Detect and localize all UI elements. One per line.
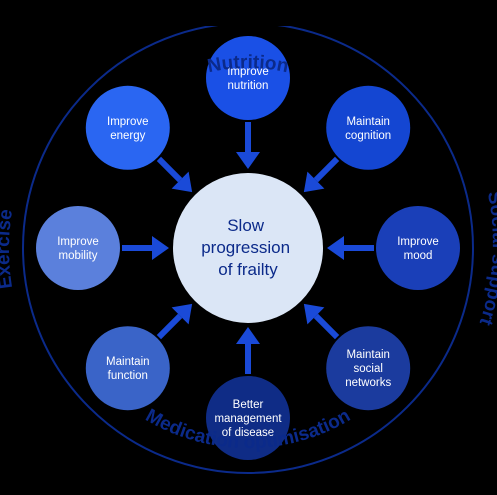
node-label-maintain-function: Maintain function (106, 356, 149, 382)
node-circle-improve-mood (376, 206, 460, 290)
node-improve-nutrition: Improve nutrition (206, 36, 290, 120)
arrowhead-maintain-social-networks (303, 303, 325, 325)
center-line-1: Slow (227, 216, 265, 235)
node-improve-mood: Improve mood (376, 206, 460, 290)
node-label-line: Maintain (106, 356, 149, 368)
node-label-line: Improve (227, 66, 269, 78)
node-label-line: Maintain (346, 349, 389, 361)
node-label-improve-mood: Improve mood (397, 236, 439, 262)
ring-gap-top (201, 0, 301, 26)
arrow-improve-energy (156, 156, 183, 183)
node-label-line: networks (345, 377, 391, 389)
center-circle (173, 173, 323, 323)
arrowhead-improve-mobility (152, 236, 169, 260)
arrowhead-better-management-of-disease (236, 327, 260, 344)
center-line-2: progression (201, 238, 290, 257)
node-label-line: cognition (345, 130, 391, 142)
arrowhead-improve-energy (171, 171, 193, 193)
node-label-line: Better (233, 399, 264, 411)
node-label-line: social (354, 363, 383, 375)
node-maintain-cognition: Maintain cognition (326, 85, 411, 170)
node-label-better-management-of-disease: Better management of disease (214, 399, 282, 439)
node-circle-improve-energy (85, 85, 170, 170)
node-circle-maintain-function (85, 326, 170, 411)
node-label-improve-energy: Improve energy (107, 116, 149, 142)
node-maintain-social-networks: Maintain social networks (326, 326, 411, 411)
node-label-maintain-cognition: Maintain cognition (345, 116, 391, 142)
center-label: Slow progression of frailty (201, 216, 295, 279)
arrowhead-maintain-function (171, 303, 193, 325)
ring-label-exercise: Exercise (0, 208, 17, 290)
node-label-line: mobility (59, 250, 98, 262)
node-improve-energy: Improve energy (85, 85, 170, 170)
node-circle-improve-nutrition (206, 36, 290, 120)
arrow-maintain-social-networks (313, 313, 340, 340)
node-label-improve-mobility: Improve mobility (57, 236, 99, 262)
arrowhead-improve-mood (327, 236, 344, 260)
node-label-line: Maintain (346, 116, 389, 128)
node-maintain-function: Maintain function (85, 326, 170, 411)
node-label-line: Improve (107, 116, 149, 128)
center-line-3: of frailty (218, 260, 278, 279)
node-circle-improve-mobility (36, 206, 120, 290)
arrowhead-improve-nutrition (236, 152, 260, 169)
node-improve-mobility: Improve mobility (36, 206, 120, 290)
arrow-maintain-cognition (313, 156, 340, 183)
node-circle-maintain-cognition (326, 85, 411, 170)
ring-label-social-support: Social support (475, 190, 497, 329)
node-label-line: nutrition (228, 80, 269, 92)
node-label-maintain-social-networks: Maintain social networks (345, 349, 391, 389)
node-label-line: energy (110, 130, 145, 142)
node-circle-better-management-of-disease (206, 376, 290, 460)
node-label-line: management (214, 413, 282, 425)
node-label-line: of disease (222, 427, 274, 439)
node-label-improve-nutrition: Improve nutrition (227, 66, 269, 92)
node-label-line: mood (404, 250, 433, 262)
node-label-line: function (108, 370, 148, 382)
node-better-management-of-disease: Better management of disease (206, 376, 290, 460)
node-circle-maintain-social-networks (326, 326, 411, 411)
node-label-line: Improve (57, 236, 99, 248)
arrows (122, 122, 374, 374)
arrow-maintain-function (156, 313, 183, 340)
node-label-line: Improve (397, 236, 439, 248)
arrowhead-maintain-cognition (303, 171, 325, 193)
